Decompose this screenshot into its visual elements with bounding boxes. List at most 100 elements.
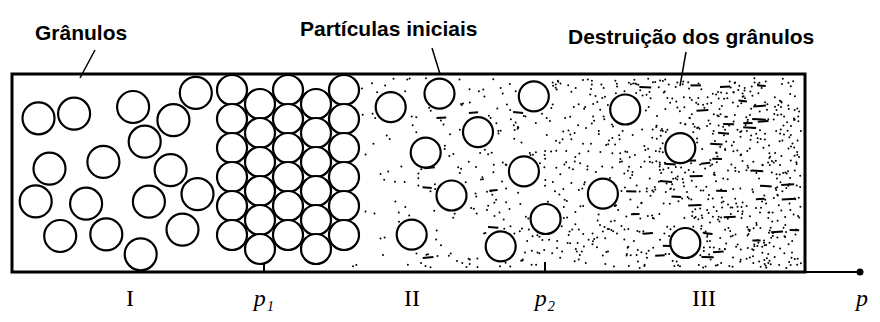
particle-dot — [737, 129, 739, 131]
particle-dot — [415, 131, 417, 133]
particle-dot — [709, 246, 711, 248]
zone-label: II — [404, 286, 420, 310]
particle-dot — [694, 208, 696, 210]
particle-dot — [700, 190, 702, 192]
particle-dot — [775, 189, 777, 191]
particle-dot — [582, 143, 584, 145]
particle-dot — [563, 206, 565, 208]
particle-dot — [592, 103, 594, 105]
particle-dot — [696, 127, 698, 129]
particle-dot — [619, 158, 621, 160]
particle-dot — [713, 113, 715, 115]
particle-dot — [790, 145, 792, 147]
particle-dot — [719, 237, 721, 239]
particle-dot — [622, 130, 624, 132]
particle-dot — [798, 156, 800, 158]
particle-dot — [684, 123, 686, 125]
particle-dot — [744, 90, 746, 92]
particle-dot — [655, 150, 657, 152]
particle-dot — [406, 79, 408, 81]
particle-dot — [721, 105, 723, 107]
particle-dot — [505, 262, 507, 264]
particle-dot — [570, 138, 572, 140]
particle-dot — [796, 107, 798, 109]
particle-dot — [602, 231, 604, 233]
particle-dot — [563, 164, 565, 166]
particle-dot — [434, 183, 436, 185]
particle-dot — [535, 151, 537, 153]
particle-dot — [535, 264, 537, 266]
granule — [329, 191, 359, 221]
particle-dot — [628, 82, 630, 84]
particle-dot — [737, 210, 739, 212]
particle-dot — [605, 144, 607, 146]
particle-dot — [583, 108, 585, 110]
particle-dot — [682, 83, 684, 85]
particle-dot — [517, 127, 519, 129]
particle-dot — [590, 143, 592, 145]
particle-dot — [764, 263, 766, 265]
particle-dot — [635, 92, 637, 94]
particle-dot — [790, 125, 792, 127]
particle-dot — [682, 81, 684, 83]
particle-dot — [584, 181, 586, 183]
particle-dot — [668, 253, 670, 255]
particle-dot — [784, 236, 786, 238]
particle-dot — [700, 88, 702, 90]
particle-dot — [456, 260, 458, 262]
particle-dot — [711, 164, 713, 166]
particle-dot — [747, 167, 749, 169]
pressure-mark: p₁ — [254, 286, 274, 310]
particle-dot — [592, 233, 594, 235]
particle-dot — [767, 217, 769, 219]
particle-dot — [495, 122, 497, 124]
particle-dot — [435, 239, 437, 241]
particle-dot — [795, 161, 797, 163]
particle-dot — [798, 197, 800, 199]
particle-dot — [713, 172, 715, 174]
particle-dot — [550, 107, 552, 109]
particle-dot — [774, 152, 776, 154]
particle-dot — [721, 197, 723, 199]
particle-dot — [482, 88, 484, 90]
particle-dot — [794, 109, 796, 111]
particle-dot — [779, 248, 781, 250]
particle-dot — [769, 242, 771, 244]
particle-dot — [712, 197, 714, 199]
particle-dot — [797, 140, 799, 142]
particle-dot — [582, 205, 584, 207]
particle-dot — [495, 199, 497, 201]
particle-dot — [797, 115, 799, 117]
particle-dot — [565, 161, 567, 163]
particle-dot — [779, 173, 781, 175]
particle-dot — [400, 166, 402, 168]
particle-dot — [684, 123, 686, 125]
particle-dot — [578, 103, 580, 105]
particle-dot — [644, 161, 646, 163]
particle-dot — [780, 155, 782, 157]
particle-dot — [724, 149, 726, 151]
particle-dot — [394, 200, 396, 202]
particle-dot — [641, 129, 643, 131]
particle-dot — [475, 166, 477, 168]
particle-dot — [374, 117, 376, 119]
particle-dot — [586, 168, 588, 170]
particle-dot — [578, 153, 580, 155]
particle-dot — [502, 93, 504, 95]
particle-dot — [670, 188, 672, 190]
particle-dot — [777, 194, 779, 196]
particle-dot — [650, 195, 652, 197]
particle-dot — [473, 208, 475, 210]
granule — [217, 75, 247, 105]
particle-dot — [654, 188, 656, 190]
particle-dot — [735, 246, 737, 248]
particle-dot — [636, 185, 638, 187]
particle-dot — [584, 106, 586, 108]
particle-dot — [708, 120, 710, 122]
particle-dot — [562, 188, 564, 190]
particle-dot — [679, 110, 681, 112]
particle-dot — [708, 194, 710, 196]
particle-dot — [691, 215, 693, 217]
fragment-dash — [743, 126, 756, 129]
